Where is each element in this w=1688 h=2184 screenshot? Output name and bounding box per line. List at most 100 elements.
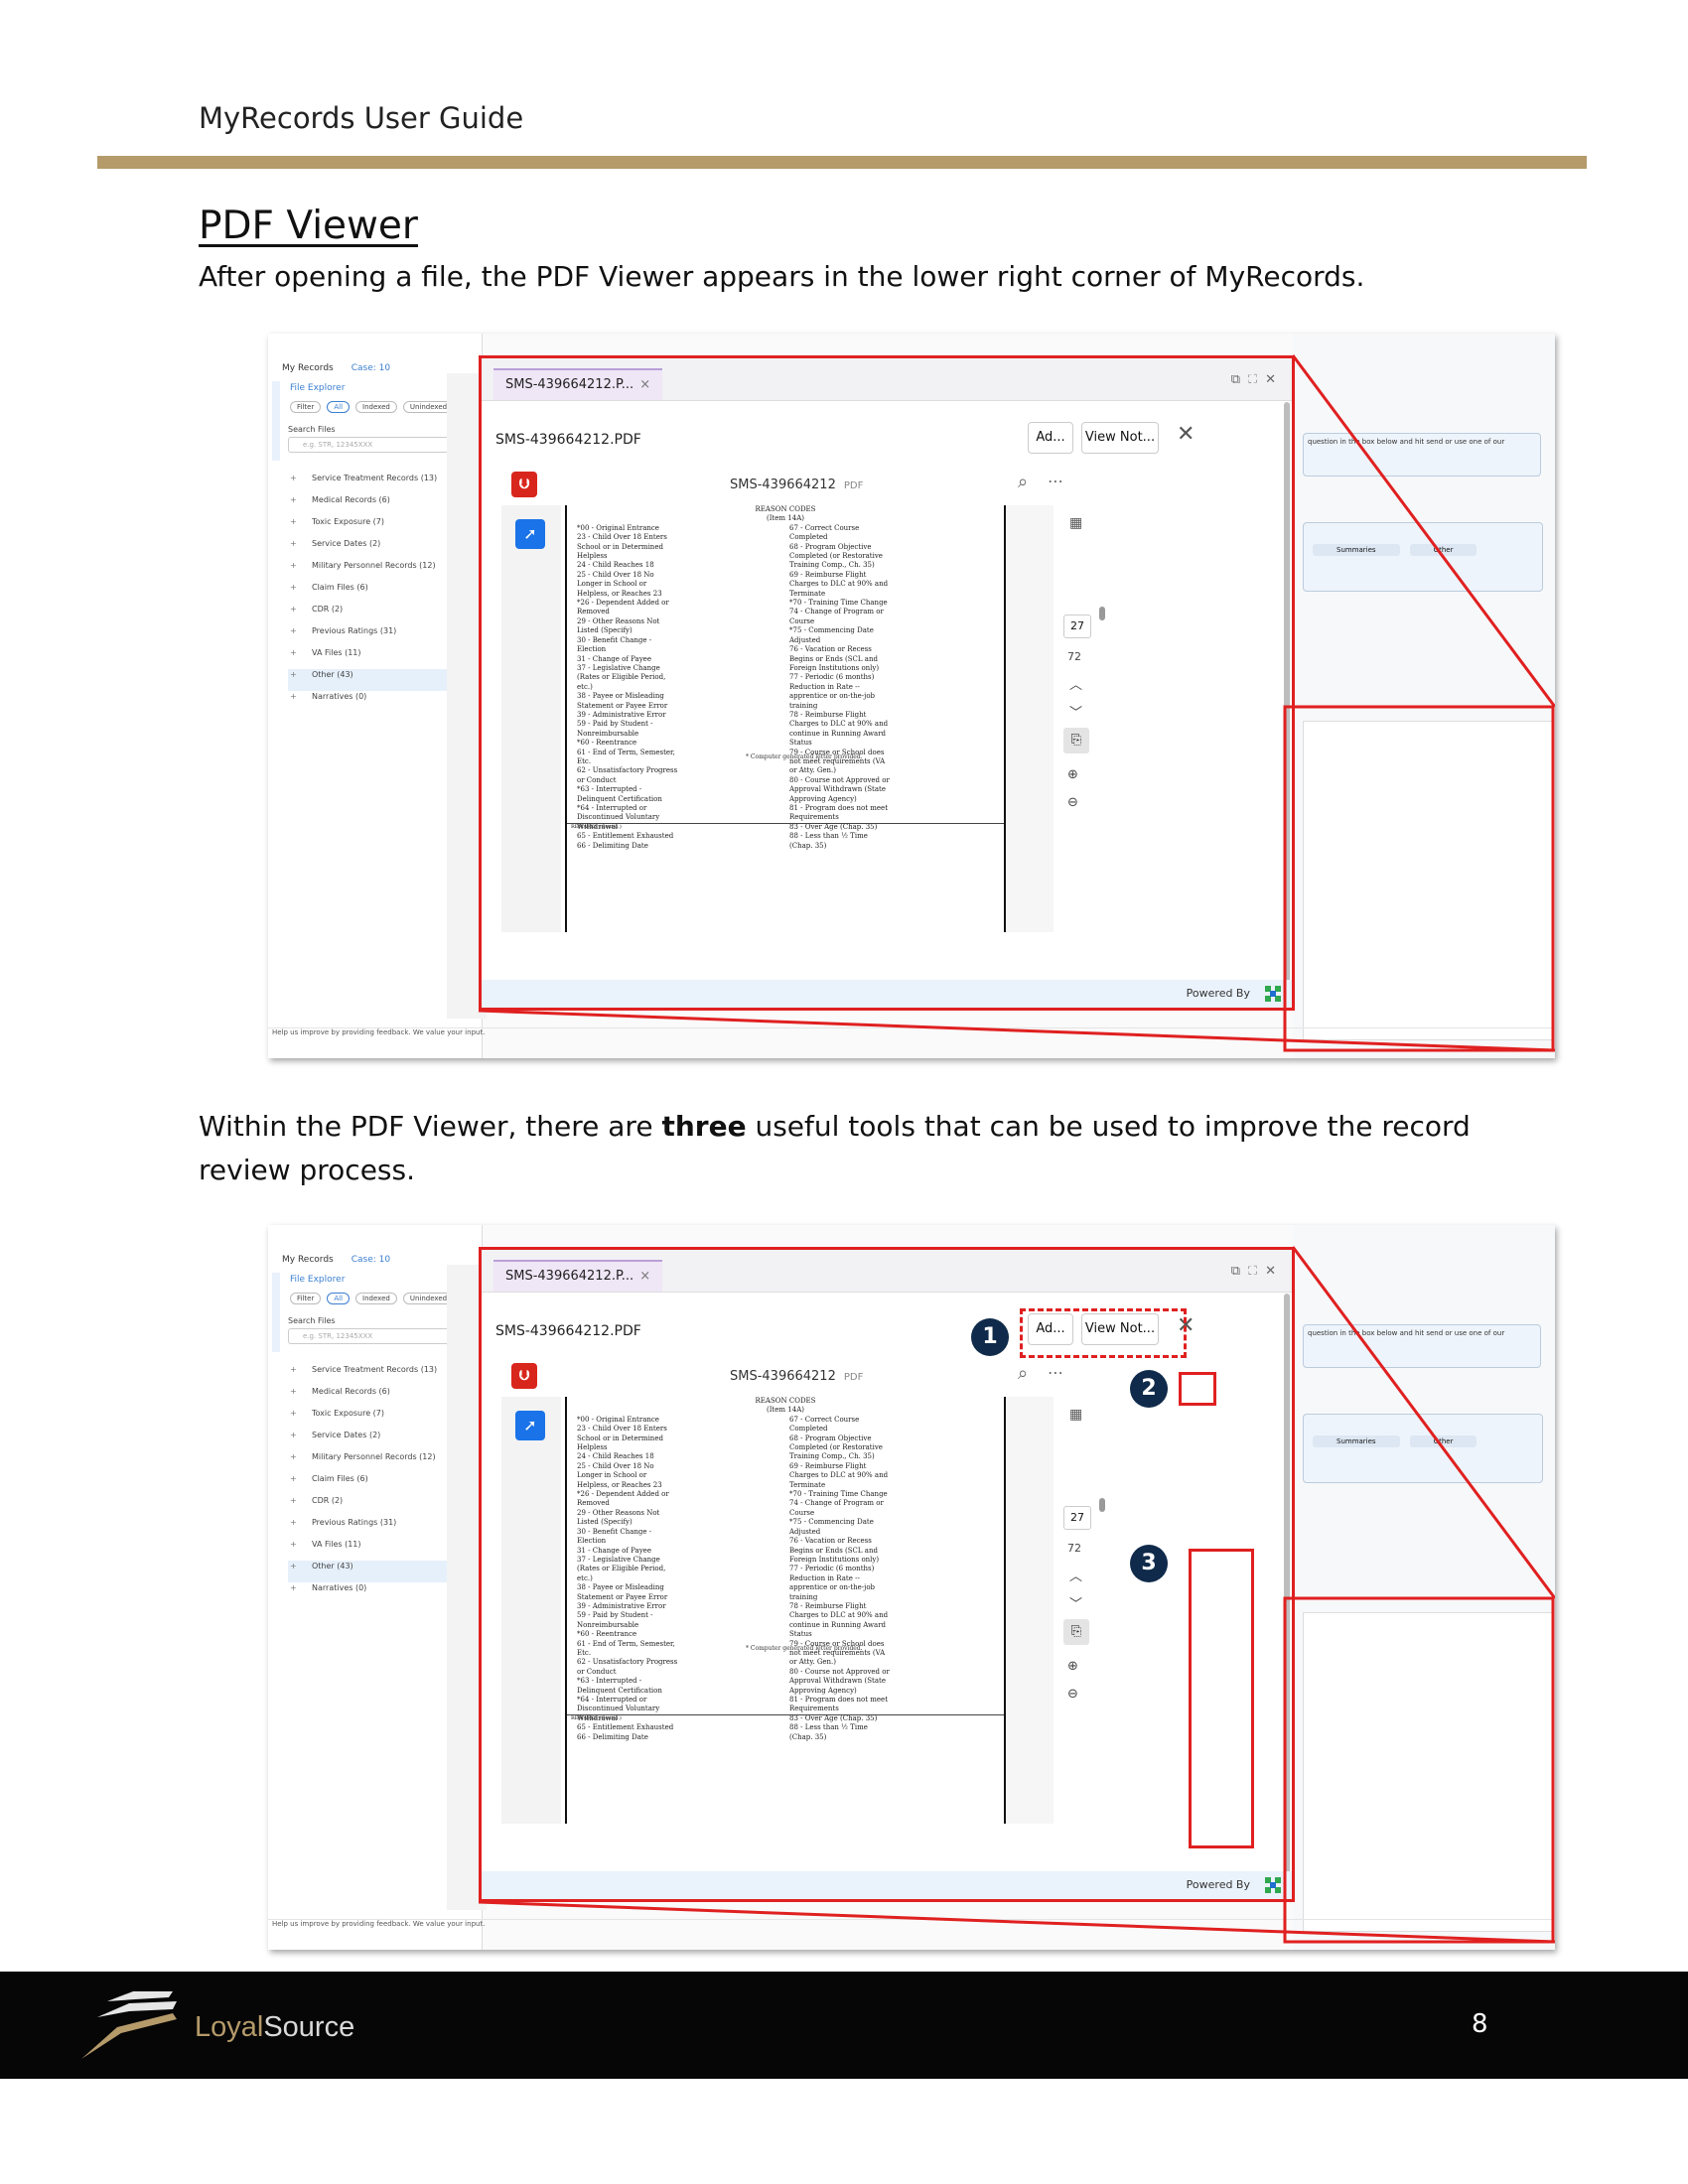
reason-code-line: *63 - Interrupted - Delinquent Certifica… (577, 785, 662, 803)
doc-title-text: SMS-439664212 (730, 1369, 836, 1384)
filter-indexed[interactable]: Indexed (355, 1293, 397, 1304)
category-item[interactable]: Military Personnel Records (12) (288, 560, 477, 582)
category-item[interactable]: Other (43) (288, 1561, 477, 1582)
popout-icon[interactable]: ⧉ (1230, 372, 1248, 387)
category-item[interactable]: CDR (2) (288, 604, 477, 625)
category-item[interactable]: Military Personnel Records (12) (288, 1451, 477, 1473)
zoom-callout-lines (478, 1246, 1555, 1944)
chip-summaries[interactable]: Summaries (1313, 1435, 1400, 1447)
category-item[interactable]: Service Dates (2) (288, 538, 477, 560)
add-note-button[interactable]: Ad... (1028, 1313, 1073, 1345)
category-item[interactable]: Previous Ratings (31) (288, 1517, 477, 1539)
tab-close-icon[interactable]: × (639, 377, 651, 392)
pointer-tool-icon[interactable]: ➚ (515, 1411, 545, 1440)
category-item[interactable]: Claim Files (6) (288, 582, 477, 604)
chip-summaries[interactable]: Summaries (1313, 544, 1400, 556)
powered-by-bar: Powered By (482, 1871, 1292, 1899)
close-icon[interactable]: ✕ (1265, 372, 1284, 387)
reason-code-line: *63 - Interrupted - Delinquent Certifica… (577, 1677, 662, 1695)
reason-code-line: 30 - Benefit Change - Election (577, 1527, 652, 1546)
chip-other[interactable]: Other (1409, 1435, 1477, 1447)
category-item[interactable]: Narratives (0) (288, 1582, 477, 1604)
reason-code-line: 59 - Paid by Student - Nonreimbursable (577, 1611, 653, 1629)
filter-all[interactable]: All (327, 401, 351, 413)
file-tab[interactable]: SMS-439664212.P...× (493, 1260, 663, 1292)
scroll-thumb[interactable] (1099, 1498, 1105, 1512)
more-options-icon[interactable]: ⋯ (1048, 472, 1063, 490)
category-item[interactable]: Previous Ratings (31) (288, 625, 477, 647)
popout-icon[interactable]: ⧉ (1230, 1264, 1248, 1279)
search-files-label: Search Files (288, 1316, 336, 1325)
reason-codes-header: REASON CODES (755, 505, 816, 513)
category-item[interactable]: Other (43) (288, 669, 477, 691)
zoom-out-icon[interactable]: ⊖ (1067, 795, 1078, 810)
pointer-tool-icon[interactable]: ➚ (515, 519, 545, 549)
category-item[interactable]: Service Dates (2) (288, 1430, 477, 1451)
tab-close-icon[interactable]: × (639, 1269, 651, 1284)
reason-code-line: 30 - Benefit Change - Election (577, 635, 652, 654)
file-tab[interactable]: SMS-439664212.P...× (493, 368, 663, 400)
current-page-input[interactable]: 27 (1063, 1506, 1091, 1530)
thumbnail-grid-icon[interactable]: ▦ (1069, 1407, 1083, 1423)
chevron-down-icon[interactable]: ﹀ (1069, 706, 1083, 721)
viewer-scrollbar[interactable] (1284, 1294, 1290, 1877)
annotation-tools: ➚ (501, 1397, 561, 1824)
category-item[interactable]: Service Treatment Records (13) (288, 473, 477, 494)
reason-code-line: 78 - Reimburse Flight Charges to DLC at … (789, 710, 889, 748)
add-note-button[interactable]: Ad... (1028, 422, 1073, 454)
reason-code-line: 37 - Legislative Change (Rates or Eligib… (577, 1555, 666, 1582)
reason-code-line: *60 - Reentrance (577, 739, 637, 748)
scroll-thumb[interactable] (1099, 607, 1105, 620)
category-item[interactable]: VA Files (11) (288, 1539, 477, 1561)
vendor-logo-icon (1265, 986, 1281, 1002)
reason-code-line: 79 - Course or School does not meet requ… (789, 1639, 886, 1667)
fit-page-icon[interactable]: ⎘ (1063, 1619, 1089, 1645)
category-item[interactable]: VA Files (11) (288, 647, 477, 669)
chip-other[interactable]: Other (1409, 544, 1477, 556)
app-name: My Records (282, 1255, 334, 1265)
window-controls: ⧉⛶✕ (1231, 1264, 1284, 1279)
expand-icon[interactable]: ⛶ (1247, 372, 1266, 387)
search-icon[interactable]: ⌕ (1018, 472, 1029, 492)
chevron-up-icon[interactable]: ︿ (1069, 678, 1083, 693)
category-item[interactable]: Narratives (0) (288, 691, 477, 713)
file-name: SMS-439664212.PDF (495, 1323, 641, 1339)
filter-indexed[interactable]: Indexed (355, 401, 397, 413)
category-item[interactable]: Toxic Exposure (7) (288, 1408, 477, 1430)
intro-paragraph: After opening a file, the PDF Viewer app… (199, 260, 1365, 293)
category-item[interactable]: CDR (2) (288, 1495, 477, 1517)
category-item[interactable]: Claim Files (6) (288, 1473, 477, 1495)
close-icon[interactable]: ✕ (1177, 422, 1196, 447)
reason-code-line: 69 - Reimburse Flight Charges to DLC at … (789, 1461, 889, 1489)
search-icon[interactable]: ⌕ (1018, 1363, 1029, 1384)
more-options-icon[interactable]: ⋯ (1048, 1363, 1063, 1382)
viewer-scrollbar[interactable] (1284, 402, 1290, 986)
zoom-out-icon[interactable]: ⊖ (1067, 1687, 1078, 1702)
current-page-input[interactable]: 27 (1063, 614, 1091, 638)
reason-code-line: 29 - Other Reasons Not Listed (Specify) (577, 1508, 660, 1527)
zoom-in-icon[interactable]: ⊕ (1067, 1659, 1078, 1674)
reason-code-line: 65 - Entitlement Exhausted (577, 832, 674, 841)
category-item[interactable]: Medical Records (6) (288, 494, 477, 516)
category-item[interactable]: Service Treatment Records (13) (288, 1364, 477, 1386)
chevron-up-icon[interactable]: ︿ (1069, 1570, 1083, 1584)
page-scrollbar[interactable] (1099, 497, 1105, 934)
zoom-in-icon[interactable]: ⊕ (1067, 767, 1078, 782)
view-notes-button[interactable]: View Not... (1081, 422, 1159, 454)
total-pages: 72 (1067, 1542, 1081, 1555)
category-item[interactable]: Toxic Exposure (7) (288, 516, 477, 538)
fit-page-icon[interactable]: ⎘ (1063, 728, 1089, 753)
category-item[interactable]: Medical Records (6) (288, 1386, 477, 1408)
view-notes-button[interactable]: View Not... (1081, 1313, 1159, 1345)
filter-all[interactable]: All (327, 1293, 351, 1304)
expand-icon[interactable]: ⛶ (1247, 1264, 1266, 1279)
page-footer: LoyalSource 8 (0, 1972, 1688, 2079)
thumbnail-grid-icon[interactable]: ▦ (1069, 515, 1083, 531)
chevron-down-icon[interactable]: ﹀ (1069, 1597, 1083, 1612)
page-scrollbar[interactable] (1099, 1389, 1105, 1826)
close-icon[interactable]: ✕ (1265, 1264, 1284, 1279)
